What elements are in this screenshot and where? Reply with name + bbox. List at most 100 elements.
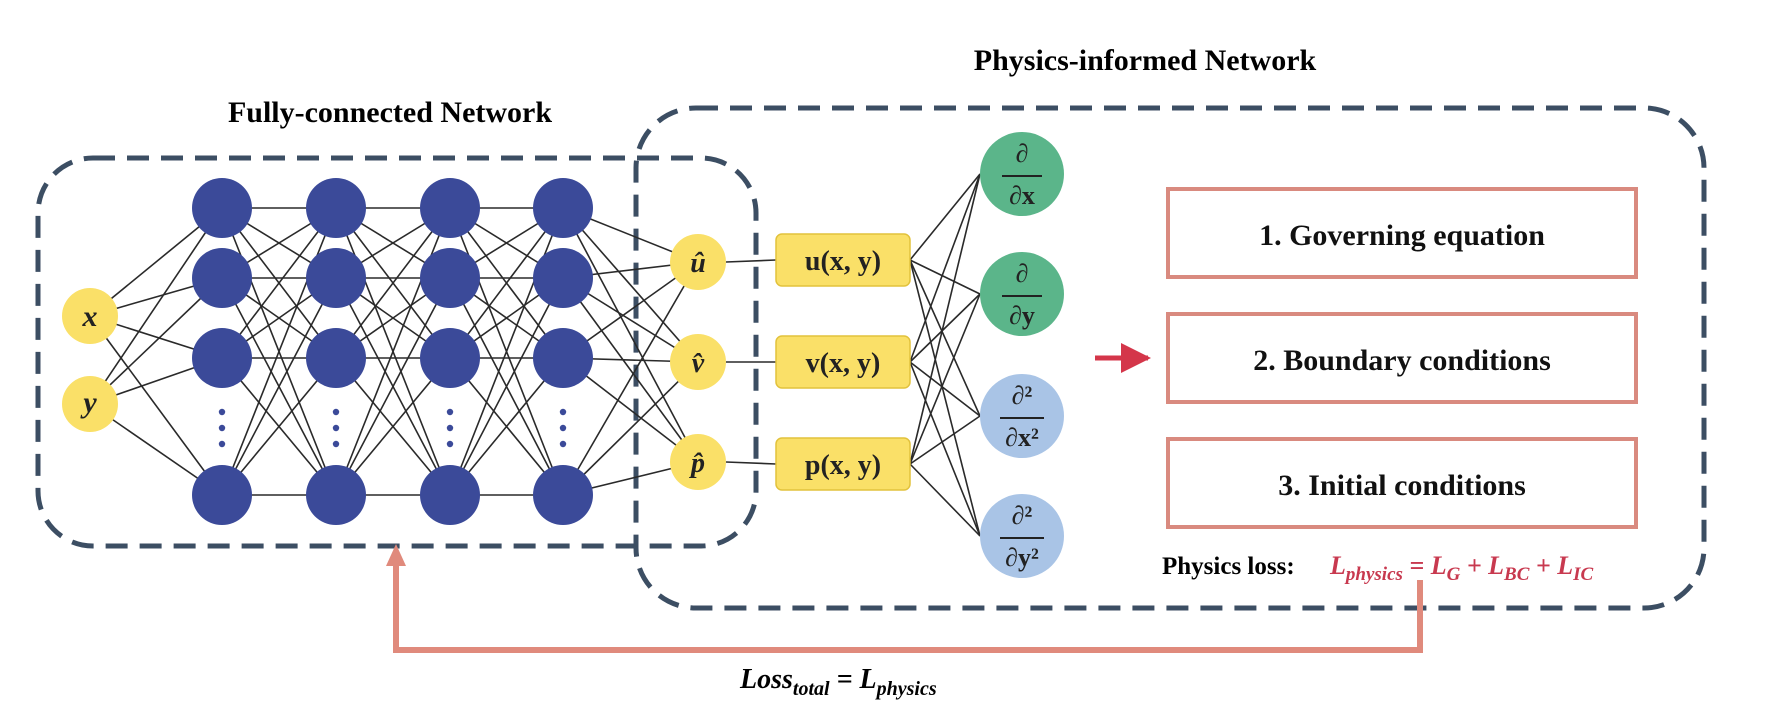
hidden-neuron: [420, 178, 480, 238]
edge-hidden-output: [562, 277, 699, 463]
function-label-p: p(x, y): [805, 450, 881, 481]
condition-box-2: [1166, 312, 1638, 404]
hidden-layers: [192, 178, 593, 525]
deriv-num-dy: ∂: [1016, 259, 1029, 288]
input-label-y: y: [80, 386, 97, 419]
output-node-p: [670, 434, 726, 490]
derivative-nodes: ∂ ∂x ∂ ∂y ∂² ∂x² ∂² ∂y²: [980, 132, 1064, 578]
deriv-node-dx: [980, 132, 1064, 216]
input-node-x: [62, 288, 118, 344]
function-label-v: v(x, y): [806, 348, 881, 379]
function-boxes: u(x, y) v(x, y) p(x, y): [775, 233, 911, 491]
edge-function-derivative: [909, 293, 981, 465]
condition-box-3: [1166, 437, 1638, 529]
edge-function-derivative: [909, 173, 981, 261]
output-node-v: [670, 334, 726, 390]
hidden-neuron: [192, 465, 252, 525]
edge-hidden-output: [562, 261, 699, 496]
deriv-node-dy2: [980, 494, 1064, 578]
condition-label-1: 1. Governing equation: [1259, 219, 1545, 252]
edge-output-function: [725, 259, 777, 263]
pin-title: Physics-informed Network: [974, 44, 1317, 77]
fcn-region: [35, 155, 759, 549]
ellipsis-dot: [218, 440, 226, 448]
edge-function-derivative: [909, 293, 981, 363]
ellipsis-dot: [446, 440, 454, 448]
output-node-u: [670, 234, 726, 290]
edge-function-derivative: [909, 463, 981, 537]
edge-hidden-output: [562, 361, 699, 496]
hidden-neuron: [192, 248, 252, 308]
deriv-node-dx2: [980, 374, 1064, 458]
edge-hidden-output: [562, 207, 699, 363]
hidden-neuron: [192, 328, 252, 388]
edge-function-derivative: [909, 173, 981, 465]
function-box-p: [775, 437, 911, 491]
hidden-neuron: [420, 328, 480, 388]
ellipsis-dot: [332, 440, 340, 448]
edge-function-derivative: [909, 259, 981, 537]
edge-hidden-output: [562, 207, 699, 463]
output-label-u: û: [690, 248, 706, 279]
deriv-node-dy: [980, 252, 1064, 336]
feedback-path: [393, 556, 1423, 653]
condition-label-3: 3. Initial conditions: [1278, 469, 1526, 502]
ellipsis-dot: [332, 408, 340, 416]
hidden-neuron: [306, 248, 366, 308]
edge-function-derivative: [909, 415, 981, 465]
feedback-arrowhead: [386, 544, 406, 566]
hidden-neuron: [306, 328, 366, 388]
hidden-neuron: [533, 328, 593, 388]
output-label-v: v̂: [692, 348, 705, 379]
deriv-den-dx2: ∂x²: [1005, 423, 1039, 452]
condition-boxes: 1. Governing equation 2. Boundary condit…: [1166, 187, 1638, 529]
input-node-y: [62, 376, 118, 432]
deriv-den-dy: ∂y: [1009, 301, 1035, 330]
ellipsis-dot: [218, 424, 226, 432]
hidden-neuron: [420, 465, 480, 525]
pin-region: [633, 105, 1707, 611]
ellipsis-dot: [446, 408, 454, 416]
hidden-neuron: [306, 465, 366, 525]
edge-function-derivative: [909, 173, 981, 363]
hidden-neuron: [533, 465, 593, 525]
ellipsis-dot: [332, 424, 340, 432]
edge-function-derivative: [909, 361, 981, 417]
ellipsis-dot: [218, 408, 226, 416]
edge-hidden-hidden: [449, 277, 564, 496]
hidden-neuron: [306, 178, 366, 238]
edge-hidden-hidden: [221, 207, 337, 359]
deriv-den-dy2: ∂y²: [1005, 543, 1039, 572]
ellipsis-dot: [559, 408, 567, 416]
deriv-den-dx: ∂x: [1009, 181, 1035, 210]
hidden-neuron: [533, 248, 593, 308]
deriv-num-dx: ∂: [1016, 139, 1029, 168]
edge-input-hidden: [89, 207, 223, 405]
edge-input-hidden: [89, 315, 223, 496]
edge-hidden-hidden: [335, 277, 451, 496]
fcn-title: Fully-connected Network: [228, 96, 552, 129]
edge-function-derivative: [909, 259, 981, 417]
deriv-num-dy2: ∂²: [1012, 501, 1033, 530]
physics-loss-label: Physics loss:: [1162, 553, 1295, 580]
function-box-u: [775, 233, 911, 287]
input-nodes: x y: [62, 288, 118, 432]
condition-label-2: 2. Boundary conditions: [1253, 344, 1551, 377]
output-label-p: p̂: [689, 448, 705, 479]
edge-function-derivative: [909, 259, 981, 295]
input-label-x: x: [82, 300, 98, 333]
ellipsis-dot: [559, 440, 567, 448]
ellipsis-dot: [559, 424, 567, 432]
physics-loss-equation: Lphysics = LG + LBC + LIC: [1329, 551, 1593, 585]
edge-function-derivative: [909, 361, 981, 537]
edge-hidden-hidden: [221, 277, 337, 496]
output-nodes: û v̂ p̂: [670, 234, 726, 490]
function-label-u: u(x, y): [805, 246, 881, 277]
edge-hidden-hidden: [449, 207, 564, 359]
function-box-v: [775, 335, 911, 389]
ellipsis-dot: [446, 424, 454, 432]
edge-input-hidden: [89, 277, 223, 405]
edge-hidden-hidden: [335, 207, 451, 359]
total-loss: Losstotal = Lphysics: [739, 664, 937, 700]
